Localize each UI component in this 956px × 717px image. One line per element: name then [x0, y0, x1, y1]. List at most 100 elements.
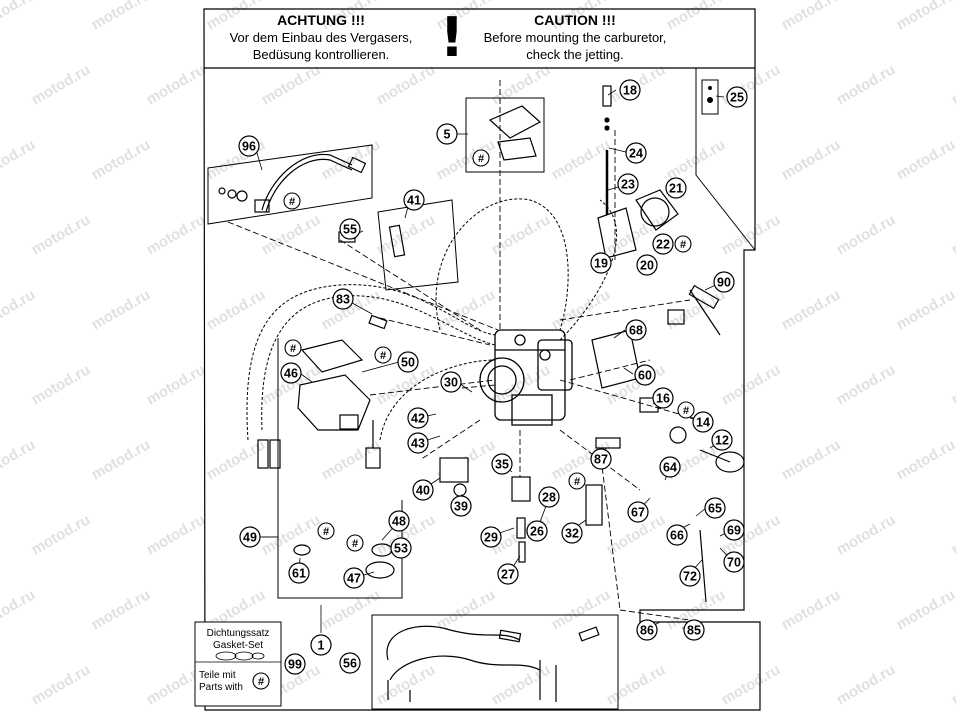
callout-number: 46	[284, 367, 298, 381]
callout-49: 49	[239, 526, 261, 548]
gasket-hash-badge: #	[472, 149, 490, 167]
watermark-text: motod.ru	[0, 436, 38, 483]
accelerator-pump-cover	[597, 189, 679, 259]
callout-87: 87	[590, 448, 612, 470]
vent-hoses	[246, 198, 618, 441]
callout-number: 53	[394, 542, 408, 556]
watermark-text: motod.ru	[949, 211, 956, 258]
watermark-text: motod.ru	[89, 436, 154, 483]
callout-39: 39	[450, 495, 472, 517]
watermark-text: motod.ru	[949, 61, 956, 108]
gasket-line1: Dichtungssatz	[206, 628, 270, 639]
gasket-hash-badge: #	[252, 672, 270, 690]
watermark-text: motod.ru	[89, 136, 154, 183]
callout-14: 14	[692, 411, 714, 433]
watermark-text: motod.ru	[319, 586, 384, 633]
callout-26: 26	[526, 520, 548, 542]
callout-number: 72	[683, 570, 697, 584]
callout-number: 66	[670, 529, 684, 543]
watermark-text: motod.ru	[374, 661, 439, 708]
cable-box	[371, 614, 619, 710]
gasket-hash-badge: #	[674, 235, 692, 253]
callout-number: 47	[347, 572, 361, 586]
guide-lines	[227, 80, 701, 621]
callout-number: 69	[727, 524, 741, 538]
gasket-hash-badge: #	[374, 346, 392, 364]
watermark-text: motod.ru	[894, 436, 956, 483]
hash-symbol: #	[323, 526, 329, 538]
callout-69: 69	[723, 519, 745, 541]
callout-number: 1	[318, 639, 325, 653]
gasket-line2: Gasket-Set	[212, 640, 264, 651]
watermark-text: motod.ru	[949, 661, 956, 708]
gasket-hash-badge: #	[283, 192, 301, 210]
hash-symbol: #	[289, 196, 295, 208]
watermark-text: motod.ru	[894, 0, 956, 33]
callout-35: 35	[491, 453, 513, 475]
callout-27: 27	[497, 563, 519, 585]
callout-12: 12	[711, 429, 733, 451]
throttle-cable	[218, 153, 367, 213]
watermark-text: motod.ru	[204, 286, 269, 333]
callout-number: 61	[292, 567, 306, 581]
watermark-text: motod.ru	[779, 436, 844, 483]
callout-number: 18	[623, 84, 637, 98]
callout-68: 68	[625, 319, 647, 341]
watermark-text: motod.ru	[489, 211, 554, 258]
callout-number: 96	[242, 140, 256, 154]
callout-number: 19	[594, 257, 608, 271]
gasket-hash-badge: #	[677, 401, 695, 419]
callout-number: 24	[629, 147, 643, 161]
callout-72: 72	[679, 565, 701, 587]
callout-43: 43	[407, 432, 429, 454]
watermark-text: motod.ru	[834, 211, 899, 258]
callout-number: 39	[454, 500, 468, 514]
callout-22: 22	[652, 233, 674, 255]
gasket-set-label: Dichtungssatz Gasket-Set	[198, 628, 278, 652]
watermark-text: motod.ru	[434, 586, 499, 633]
callout-53: 53	[390, 537, 412, 559]
callout-85: 85	[683, 619, 705, 641]
callout-41: 41	[403, 189, 425, 211]
gasket-hash-badge: #	[568, 472, 586, 490]
gasket-line3: Teile mit	[199, 670, 236, 681]
callout-60: 60	[634, 364, 656, 386]
watermark-text: motod.ru	[144, 61, 209, 108]
right-step-line	[695, 68, 756, 251]
gasket-ring-icon	[215, 651, 265, 661]
callout-number: 90	[717, 276, 731, 290]
callout-number: 42	[411, 412, 425, 426]
watermark-text: motod.ru	[144, 361, 209, 408]
watermark-text: motod.ru	[489, 661, 554, 708]
callout-70: 70	[723, 551, 745, 573]
callout-20: 20	[636, 254, 658, 276]
watermark-text: motod.ru	[0, 0, 38, 33]
callout-86: 86	[636, 619, 658, 641]
callout-number: 26	[530, 525, 544, 539]
callout-61: 61	[288, 562, 310, 584]
callout-number: 41	[407, 194, 421, 208]
callout-90: 90	[713, 271, 735, 293]
callout-42: 42	[407, 407, 429, 429]
watermark-text: motod.ru	[834, 661, 899, 708]
gasket-hash-badge: #	[317, 522, 335, 540]
callout-96: 96	[238, 135, 260, 157]
watermark-text: motod.ru	[719, 211, 784, 258]
callout-16: 16	[652, 387, 674, 409]
callout-18: 18	[619, 79, 641, 101]
watermark-text: motod.ru	[549, 136, 614, 183]
carburetor-body	[479, 329, 573, 426]
callout-30: 30	[440, 371, 462, 393]
watermark-text: motod.ru	[834, 511, 899, 558]
gasket-hash-badge: #	[346, 534, 364, 552]
callout-5: 5	[436, 123, 458, 145]
watermark-text: motod.ru	[549, 286, 614, 333]
callout-50: 50	[397, 351, 419, 373]
callout-67: 67	[627, 501, 649, 523]
callout-number: 55	[343, 223, 357, 237]
callout-number: 16	[656, 392, 670, 406]
watermark-text: motod.ru	[719, 361, 784, 408]
callout-number: 30	[444, 376, 458, 390]
